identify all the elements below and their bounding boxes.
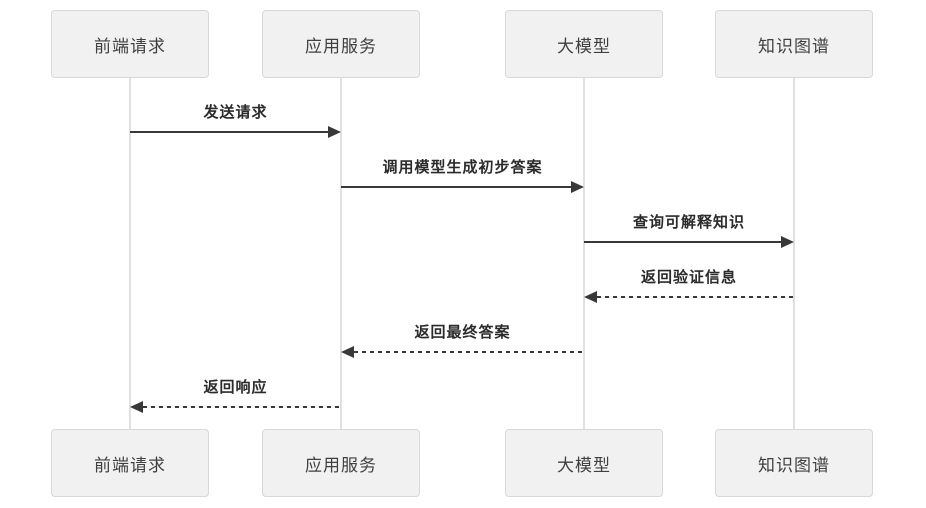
message-label-return-response: 返回响应 (203, 379, 268, 396)
participant-bottom-knowledge-graph: 知识图谱 (715, 429, 873, 497)
arrow-head-right-icon (781, 236, 794, 248)
participant-top-knowledge-graph: 知识图谱 (715, 10, 873, 78)
lifeline-frontend-request (129, 78, 131, 429)
message-arrow-send-request (130, 131, 328, 133)
message-arrow-query-knowledge (584, 241, 781, 243)
arrow-head-left-icon (341, 346, 354, 358)
participant-bottom-app-service: 应用服务 (262, 429, 420, 497)
message-label-call-model: 调用模型生成初步答案 (382, 159, 543, 176)
message-arrow-return-final-answer (354, 351, 584, 353)
message-label-return-final-answer: 返回最终答案 (414, 324, 511, 341)
lifeline-knowledge-graph (793, 78, 795, 429)
lifeline-app-service (340, 78, 342, 429)
message-arrow-return-verification (597, 296, 794, 298)
arrow-head-right-icon (571, 181, 584, 193)
arrow-head-left-icon (130, 401, 143, 413)
participant-top-app-service: 应用服务 (262, 10, 420, 78)
message-label-send-request: 发送请求 (203, 104, 268, 121)
lifeline-llm (583, 78, 585, 429)
arrow-head-left-icon (584, 291, 597, 303)
message-label-query-knowledge: 查询可解释知识 (632, 214, 745, 231)
message-label-return-verification: 返回验证信息 (640, 269, 737, 286)
message-arrow-call-model (341, 186, 571, 188)
participant-bottom-llm: 大模型 (505, 429, 663, 497)
arrow-head-right-icon (328, 126, 341, 138)
participant-top-frontend-request: 前端请求 (51, 10, 209, 78)
participant-top-llm: 大模型 (505, 10, 663, 78)
message-arrow-return-response (143, 406, 341, 408)
participant-bottom-frontend-request: 前端请求 (51, 429, 209, 497)
